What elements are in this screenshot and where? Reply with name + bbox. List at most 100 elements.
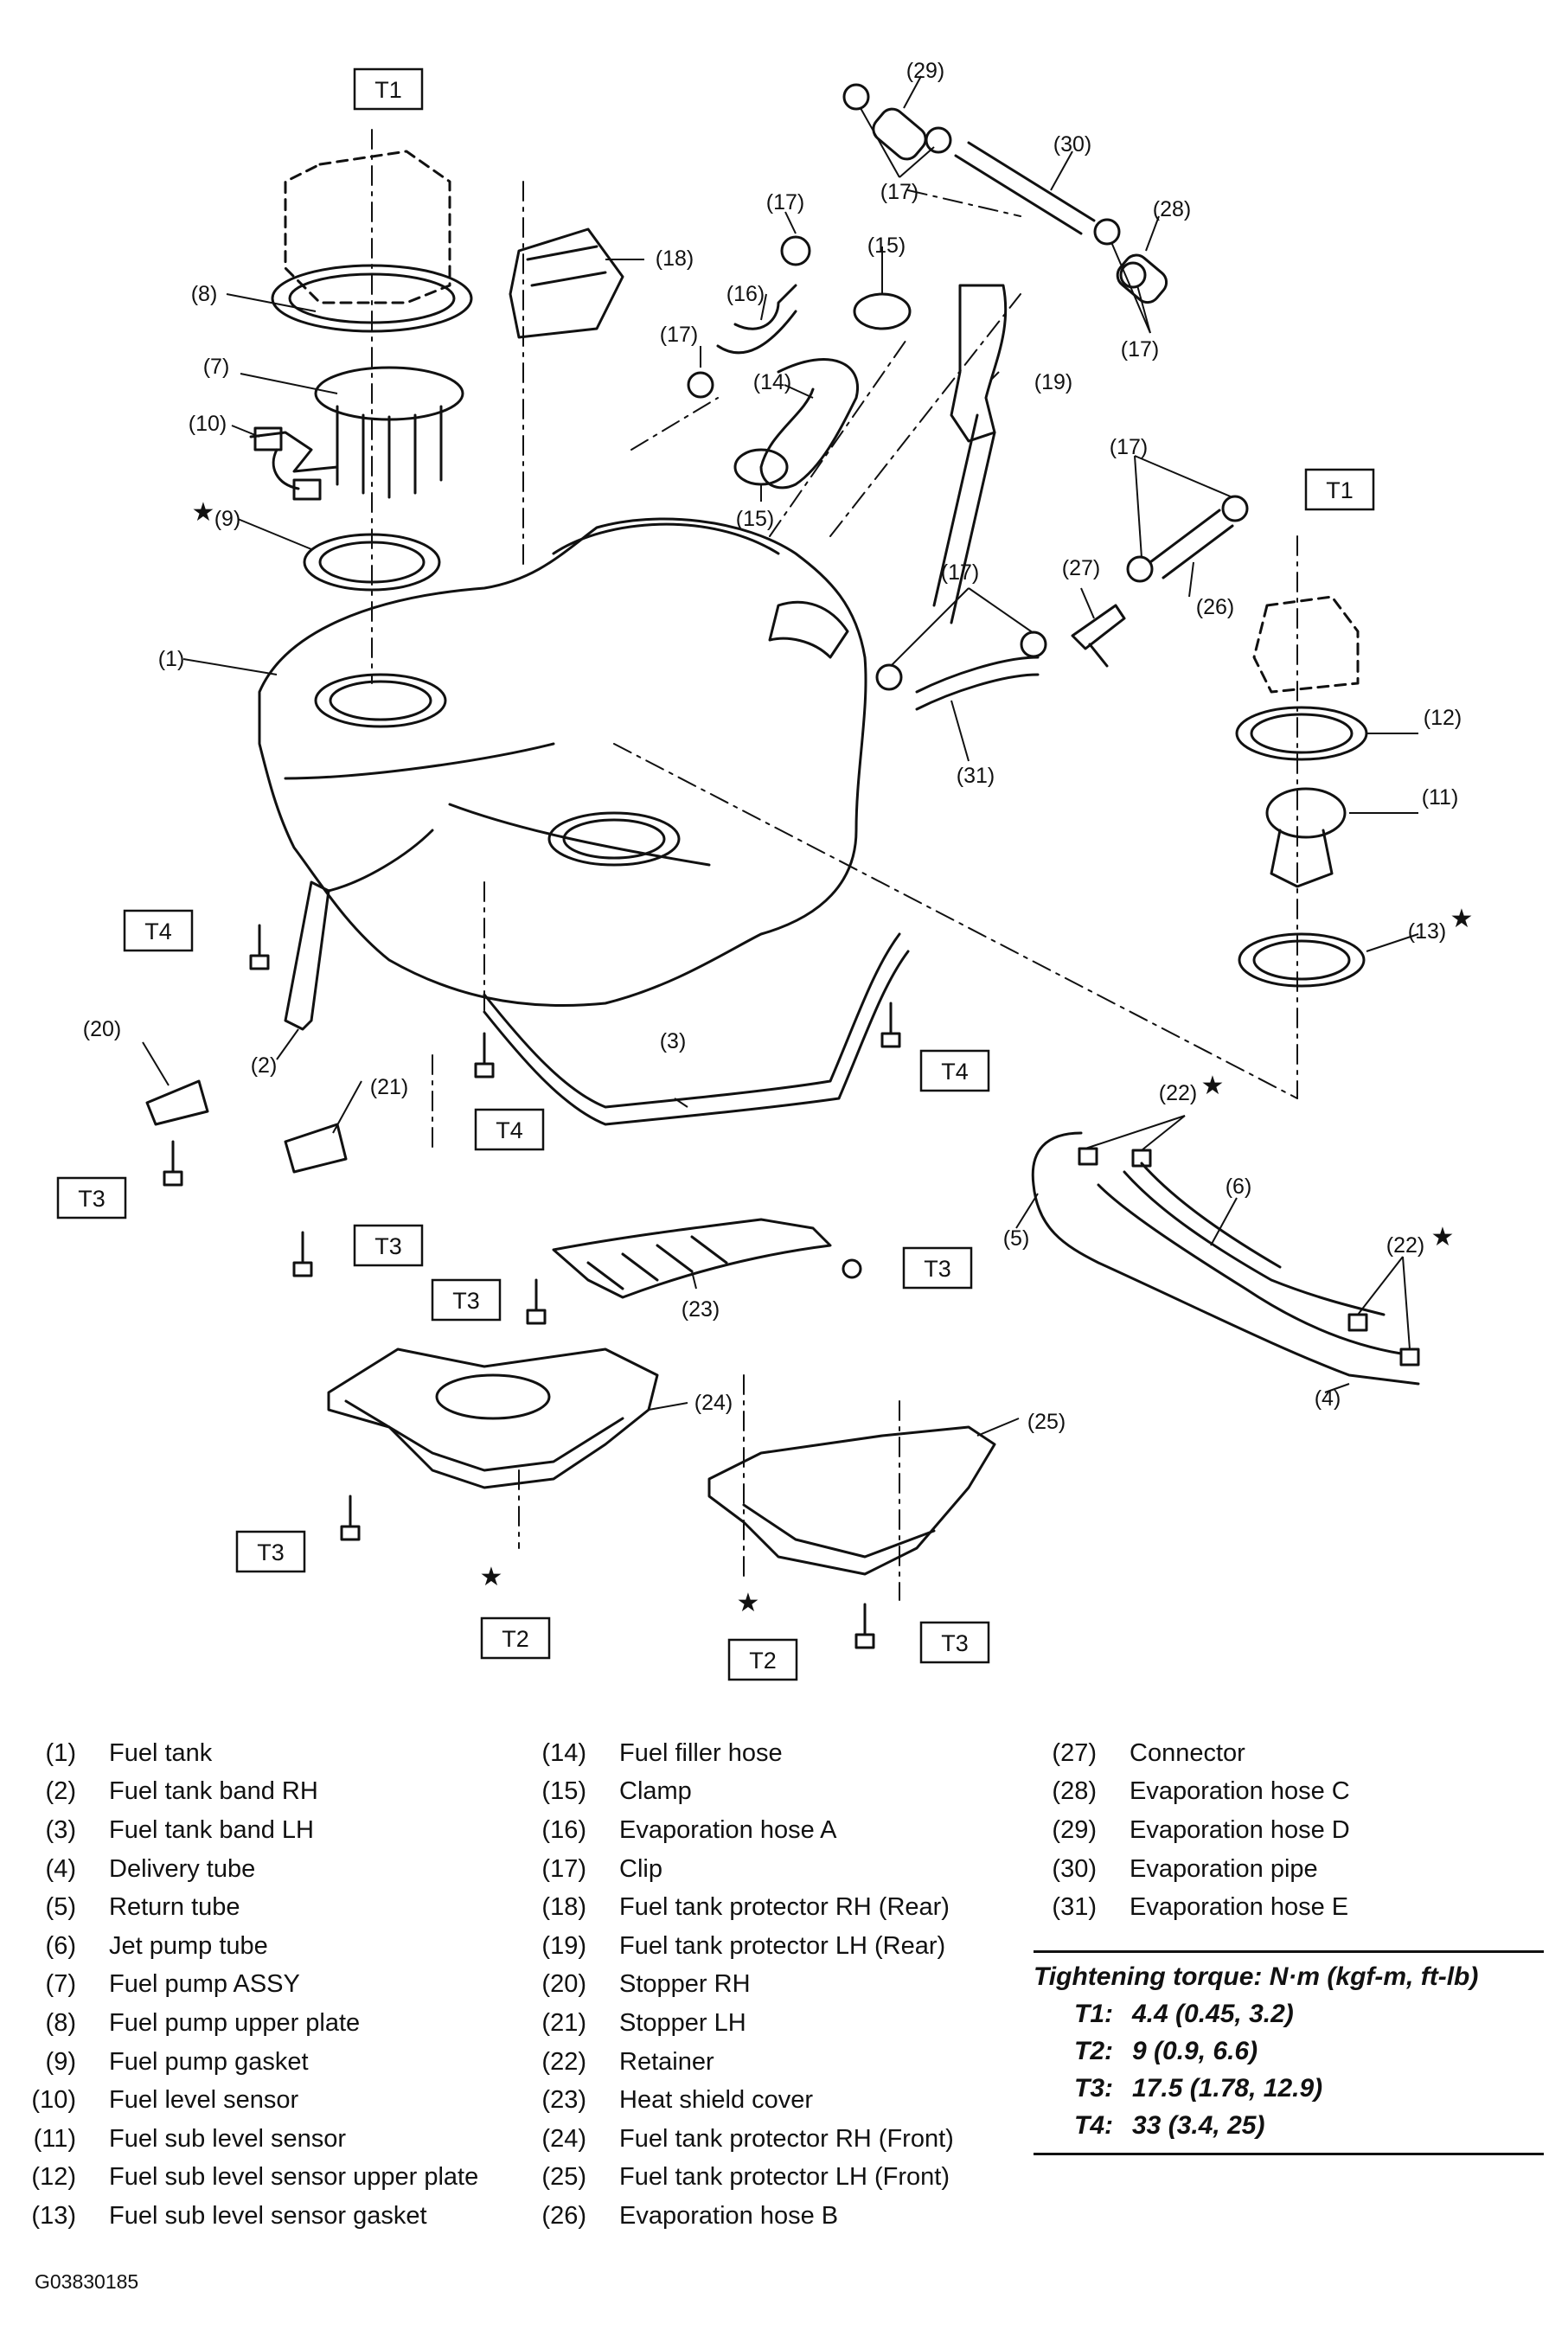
legend-label: Clip — [619, 1854, 662, 1883]
legend-item: (13)Fuel sub level sensor gasket — [0, 2197, 478, 2236]
legend-number: (17) — [541, 1854, 586, 1883]
diagram-drawing — [145, 83, 1420, 1649]
legend-number: (11) — [33, 2124, 76, 2153]
legend-label: Fuel sub level sensor upper plate — [109, 2163, 479, 2192]
torque-heading: Tightening torque: N·m (kgf-m, ft-lb) — [1034, 1962, 1479, 1991]
legend-number: (18) — [541, 1893, 586, 1922]
torque-box-label: T4 — [496, 1117, 523, 1143]
legend-number: (27) — [1052, 1738, 1097, 1767]
torque-value: 4.4 (0.45, 3.2) — [1132, 1999, 1294, 2028]
legend-item: (9)Fuel pump gasket — [0, 2043, 478, 2082]
callout-label: (13) — [1408, 919, 1446, 944]
callout-label: (17) — [766, 190, 804, 214]
legend-number: (16) — [541, 1815, 586, 1844]
torque-value: 33 (3.4, 25) — [1132, 2110, 1265, 2140]
legend-number: (21) — [541, 2008, 586, 2037]
legend-number: (28) — [1052, 1777, 1097, 1806]
legend-number: (31) — [1052, 1893, 1097, 1922]
callout-label: (17) — [1110, 435, 1148, 459]
legend-item: (5)Return tube — [0, 1888, 478, 1927]
legend-item: (25)Fuel tank protector LH (Front) — [510, 2159, 954, 2198]
callout-label: (22) — [1159, 1081, 1197, 1105]
callout-label: (22) — [1386, 1233, 1424, 1258]
legend-label: Jet pump tube — [109, 1931, 268, 1960]
star-icon: ★ — [192, 498, 215, 527]
exploded-parts-diagram: T1 T1 T4 T4 T4 T3 T3 T3 T3 T3 T3 T2 T2 (… — [56, 59, 1474, 1681]
callout-label: (14) — [753, 370, 791, 394]
callout-label: (15) — [867, 234, 906, 258]
callout-label: (20) — [83, 1017, 121, 1041]
torque-box-label: T3 — [257, 1539, 285, 1565]
callout-label: (19) — [1034, 370, 1072, 394]
legend-label: Fuel tank band LH — [109, 1815, 314, 1844]
legend-item: (7) Fuel pump ASSY — [0, 1966, 478, 2005]
torque-box-label: T2 — [749, 1648, 777, 1674]
legend-column-3: (27)Connector (28)Evaporation hose C (29… — [1021, 1734, 1350, 1927]
legend-item: (1)Fuel tank — [0, 1734, 478, 1773]
legend-label: Fuel pump ASSY — [109, 1970, 300, 1999]
legend-number: (13) — [31, 2201, 76, 2230]
fuel-tank-hump — [552, 522, 780, 555]
legend-item: (19)Fuel tank protector LH (Rear) — [510, 1927, 954, 1966]
legend-item: (11)Fuel sub level sensor — [0, 2120, 478, 2159]
callout-label: (5) — [1003, 1226, 1030, 1251]
torque-row: T3:17.5 (1.78, 12.9) — [1034, 2070, 1544, 2107]
callout-labels: (1) (2) (3) (4) (5) (6) (7) (8) (9) (10)… — [83, 59, 1462, 1434]
legend-item: (26)Evaporation hose B — [510, 2197, 954, 2236]
callout-label: (11) — [1422, 785, 1459, 810]
callout-label: (21) — [370, 1075, 408, 1099]
legend-item: (14) Fuel filler hose — [510, 1734, 954, 1773]
callout-label: (8) — [191, 282, 218, 306]
torque-box-label: T3 — [924, 1256, 951, 1282]
callout-label: (25) — [1027, 1410, 1066, 1434]
star-icon: ★ — [1450, 905, 1474, 933]
torque-table: Tightening torque: N·m (kgf-m, ft-lb) T1… — [1034, 1950, 1544, 2155]
legend-number: (8) — [45, 2008, 76, 2037]
legend-number: (15) — [541, 1777, 586, 1806]
star-symbols: ★ ★ ★ ★ ★ ★ — [192, 498, 1474, 1617]
legend-number: (7) — [45, 1970, 76, 1999]
legend-label: Fuel tank protector RH (Rear) — [619, 1893, 950, 1922]
torque-box-label: T3 — [374, 1233, 402, 1259]
torque-table-top-rule — [1034, 1950, 1544, 1953]
legend-item: (10)Fuel level sensor — [0, 2081, 478, 2120]
legend-number: (12) — [31, 2163, 76, 2192]
legend-item: (27)Connector — [1021, 1734, 1350, 1773]
legend-label: Fuel tank protector RH (Front) — [619, 2124, 954, 2153]
torque-key: T1: — [1074, 1999, 1113, 2028]
callout-label: (15) — [736, 507, 774, 531]
legend-item: (30)Evaporation pipe — [1021, 1850, 1350, 1889]
legend-number: (24) — [541, 2124, 586, 2153]
legend-label: Evaporation hose A — [619, 1815, 837, 1844]
legend-label: Fuel pump upper plate — [109, 2008, 361, 2037]
torque-box-label: T3 — [941, 1630, 969, 1656]
legend-label: Fuel tank — [109, 1738, 213, 1767]
legend-number: (23) — [541, 2086, 586, 2115]
callout-label: (6) — [1226, 1175, 1252, 1199]
legend-item: (18) Fuel tank protector RH (Rear) — [510, 1888, 954, 1927]
legend-number: (29) — [1052, 1815, 1097, 1844]
legend-number: (22) — [541, 2047, 586, 2076]
callout-label: (29) — [906, 59, 944, 83]
legend-item: (12) Fuel sub level sensor upper plate — [0, 2159, 478, 2198]
star-icon: ★ — [1201, 1072, 1225, 1100]
torque-value: 17.5 (1.78, 12.9) — [1132, 2073, 1323, 2103]
torque-row: T1: 4.4 (0.45, 3.2) — [1034, 1995, 1544, 2032]
callout-label: (30) — [1053, 132, 1091, 157]
callout-label: (17) — [941, 560, 979, 585]
legend-item: (16) Evaporation hose A — [510, 1811, 954, 1850]
torque-value: 9 (0.9, 6.6) — [1132, 2036, 1258, 2065]
star-icon: ★ — [480, 1563, 503, 1591]
legend-item: (15)Clamp — [510, 1773, 954, 1812]
legend-item: (24) Fuel tank protector RH (Front) — [510, 2120, 954, 2159]
torque-row: T4:33 (3.4, 25) — [1034, 2107, 1544, 2144]
torque-box-label: T4 — [941, 1059, 969, 1085]
legend-number: (14) — [541, 1738, 586, 1767]
legend-number: (9) — [45, 2047, 76, 2076]
callout-label: (10) — [189, 412, 227, 436]
callout-label: (17) — [880, 180, 918, 204]
torque-box-label: T3 — [78, 1186, 106, 1212]
legend-label: Fuel filler hose — [619, 1738, 783, 1767]
legend-number: (5) — [45, 1893, 76, 1922]
torque-box-label: T1 — [1326, 477, 1354, 503]
